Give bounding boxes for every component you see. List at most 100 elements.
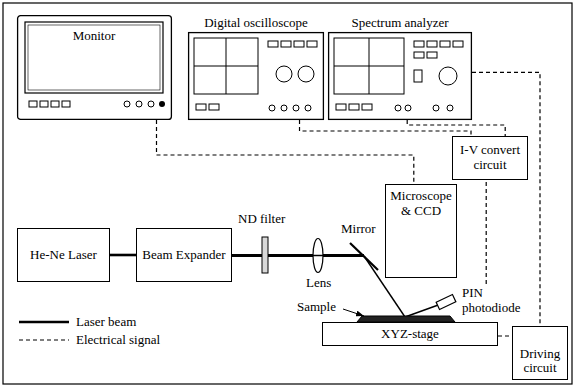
node-body: Driving circuit [513,327,567,379]
frame-border [3,3,572,384]
legend-sample [18,317,70,327]
monitor-drawing [25,22,163,93]
node-text: Microscope & CCD [389,189,453,218]
analyzer-drawing [334,38,404,94]
sample-pointer [343,309,364,316]
monitor-display: Monitor [17,15,172,120]
oscilloscope-drawing [269,105,275,111]
converter-box: I-V convert circuit [452,136,528,180]
legend-sample [18,335,70,345]
analyzer-drawing [349,104,359,110]
node-body: Monitor [25,22,163,93]
component-label: ND filter [238,212,285,227]
oscilloscope-drawing [298,66,314,82]
node-body: Digital oscilloscope [188,14,324,32]
node-text: PIN photodiode [462,286,524,315]
driver-box: Driving circuit [512,326,568,380]
node-text: Digital oscilloscope [204,16,308,31]
analyzer-drawing [395,105,401,111]
analyzer-drawing [447,105,453,111]
analyzer-drawing [427,52,437,58]
analyzer-drawing [329,33,472,120]
signal-wire [407,120,505,136]
legend-line [19,321,69,324]
oscilloscope-drawing [293,105,299,111]
spectrum-analyzer-outline [328,14,472,120]
component-label: Sample [297,300,336,315]
monitor-drawing [28,25,160,90]
monitor-drawing [51,101,59,107]
component-label: Lens [306,276,331,291]
photodiode-symbol [436,295,456,310]
nd-filter-plate [262,237,268,273]
oscilloscope-drawing [268,41,278,47]
digital-oscilloscope: Digital oscilloscope [188,14,324,120]
oscilloscope-drawing [189,33,324,120]
node-body: I-V convert circuit [453,137,527,179]
component-label: Mirror [341,222,376,237]
analyzer-drawing [439,67,457,85]
oscilloscope-drawing [189,33,324,120]
laser-beam [232,254,364,257]
signal-wire [498,335,512,336]
laser-beam [110,254,136,257]
analyzer-drawing [414,41,424,47]
monitor-drawing [148,101,154,107]
monitor-drawing [136,101,142,107]
legend-text: Laser beam [76,314,136,330]
oscilloscope-drawing [294,41,304,47]
oscilloscope-drawing [194,66,258,67]
monitor-drawing [40,101,48,107]
analyzer-drawing [405,105,411,111]
monitor-drawing [62,101,70,107]
analyzer-drawing [362,104,372,110]
legend-row: Electrical signal [18,331,160,349]
oscilloscope-drawing [276,66,292,82]
monitor-drawing [18,16,172,120]
oscilloscope-drawing [196,104,206,110]
node-body: He-Ne Laser [18,229,109,281]
analyzer-drawing [334,66,404,67]
analyzer-drawing [433,105,439,111]
oscilloscope-drawing [305,105,311,111]
spectrum-analyzer: Spectrum analyzer [328,14,472,120]
node-text: I-V convert circuit [457,143,523,172]
monitor-drawing [159,101,165,107]
stage-box: XYZ-stage [322,322,498,346]
node-body: Spectrum analyzer [328,14,472,32]
analyzer-drawing [440,41,450,47]
signal-wire [300,120,471,136]
oscilloscope-drawing [281,105,287,111]
node-text: He-Ne Laser [30,248,97,263]
monitor-drawing [18,16,172,120]
monitor-drawing [29,101,37,107]
analyzer-drawing [329,33,472,120]
legend-text: Electrical signal [76,332,160,348]
node-text: Monitor [73,29,116,44]
legend: Laser beamElectrical signal [18,313,160,349]
node-text: XYZ-stage [381,327,439,342]
lens-symbol [313,239,323,273]
oscilloscope-drawing [307,41,317,47]
signal-wire [157,120,414,184]
node-body: Microscope & CCD [386,185,456,277]
oscilloscope-drawing [209,104,219,110]
photodiode: PIN photodiode [432,284,528,320]
analyzer-drawing [336,104,346,110]
analyzer-drawing [453,41,463,47]
node-body: XYZ-stage [323,323,497,345]
analyzer-drawing [414,70,422,82]
monitor-drawing [124,101,130,107]
node-text: Spectrum analyzer [351,16,448,31]
photodiode-symbol [436,295,456,310]
laser-beam [405,304,441,317]
analyzer-drawing [427,41,437,47]
laser-beam [312,255,324,257]
digital-oscilloscope-outline [188,14,324,120]
signal-wire [486,180,487,284]
analyzer-drawing [414,52,424,58]
oscilloscope-drawing [281,41,291,47]
node-text: Driving circuit [516,347,564,376]
node-body: PIN photodiode [462,286,524,320]
